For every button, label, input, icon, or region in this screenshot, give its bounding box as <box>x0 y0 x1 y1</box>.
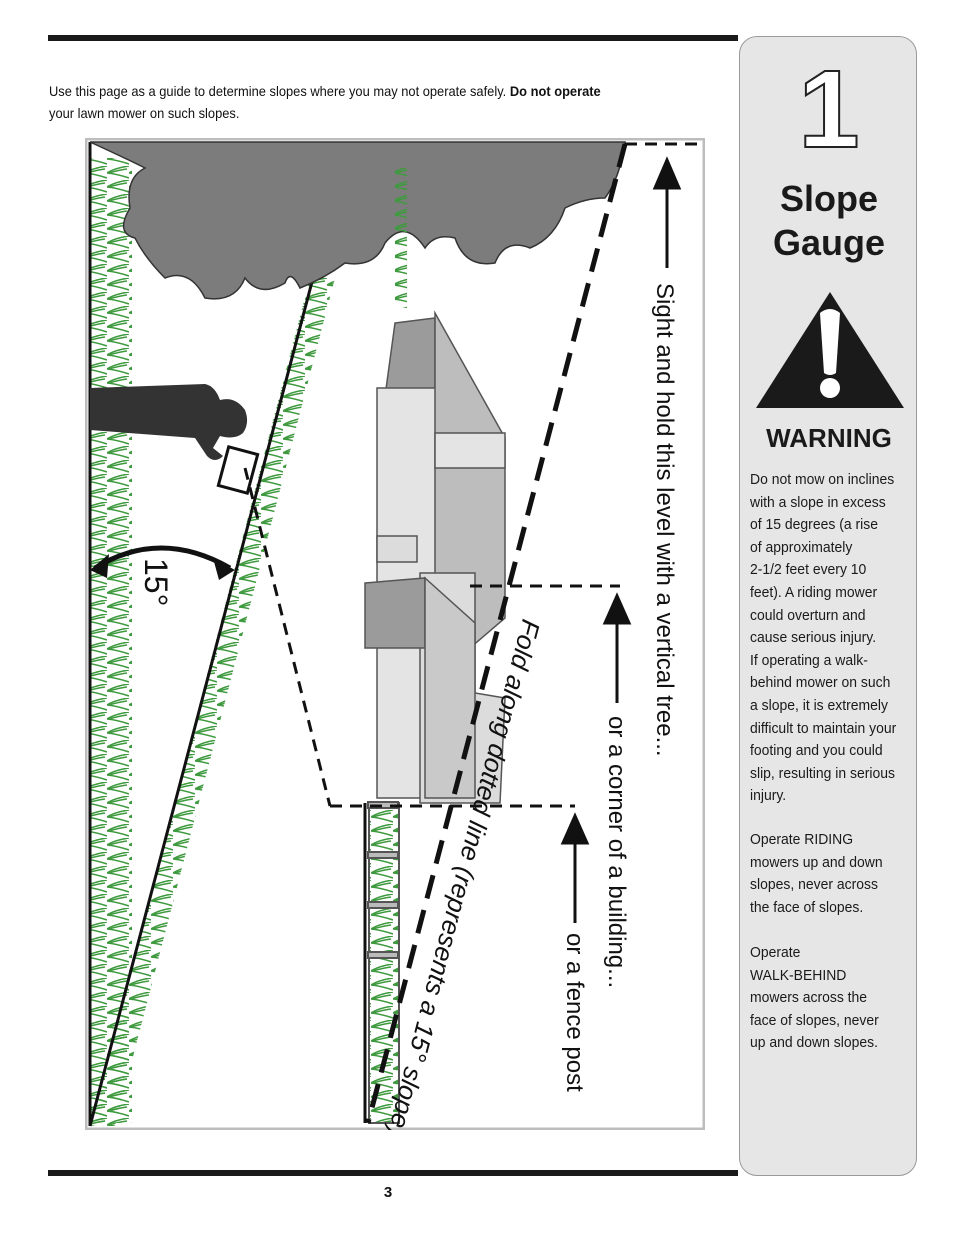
warning-line: difficult to maintain your <box>750 719 897 737</box>
warning-line: slip, resulting in serious <box>750 764 895 782</box>
warning-line: If operating a walk- <box>750 651 868 669</box>
angle-arc <box>90 545 235 580</box>
warning-line: injury. <box>750 787 787 805</box>
angle-label: 15° <box>138 558 174 606</box>
warning-line: Operate RIDING <box>750 831 854 848</box>
warning-line: Operate <box>750 944 801 961</box>
warning-line: feet). A riding mower <box>750 583 878 601</box>
slope-line <box>88 277 315 1127</box>
fence <box>363 801 400 1124</box>
intro-paragraph: Use this page as a guide to determine sl… <box>49 80 730 124</box>
building <box>364 310 506 804</box>
warning-line: behind mower on such <box>750 674 891 692</box>
warning-line: a slope, it is extremely <box>750 696 889 714</box>
warning-line: with a slope in excess <box>750 493 886 511</box>
warning-line: footing and you could <box>750 742 883 760</box>
warning-line: the face of slopes. <box>750 898 864 916</box>
intro-text-2: your lawn mower on such slopes. <box>49 105 240 121</box>
warning-line: cause serious injury. <box>750 629 877 647</box>
page-number: 3 <box>383 1184 393 1201</box>
intro-text: Use this page as a guide to determine sl… <box>49 83 507 99</box>
warning-line: face of slopes, never <box>750 1011 879 1029</box>
title-line-1: Slope <box>779 178 878 219</box>
warning-paragraph-2: Operate RIDING mowers up and down slopes, … <box>750 829 908 919</box>
fold-line <box>365 143 628 1124</box>
warning-line: slopes, never across <box>750 876 878 894</box>
hill-grass <box>90 278 335 1126</box>
arrows <box>560 156 682 923</box>
chapter-sidebar: 1 Slope Gauge WARNING Do not mow on incl… <box>739 36 917 1176</box>
intro-bold: Do not operate <box>509 83 601 99</box>
tree-trunk <box>395 168 407 308</box>
sidebar-title: Slope Gauge <box>740 177 918 265</box>
building-caption: or a corner of a building... <box>603 716 630 988</box>
warning-line: mowers across the <box>750 989 868 1007</box>
top-rule <box>48 35 738 41</box>
title-line-2: Gauge <box>772 222 886 263</box>
bottom-rule <box>48 1170 738 1176</box>
warning-label: WARNING <box>766 423 892 453</box>
ground-grass <box>90 158 132 1123</box>
warning-line: of approximately <box>750 538 853 556</box>
warning-line: could overturn and <box>750 606 866 624</box>
chapter-number: 1 <box>797 48 860 171</box>
warning-line: WALK-BEHIND <box>750 966 847 984</box>
warning-line: up and down slopes. <box>750 1034 878 1052</box>
warning-line: of 15 degrees (a rise <box>750 516 878 534</box>
warning-paragraph-1: Do not mow on inclines with a slope in ex… <box>750 469 908 808</box>
warning-line: mowers up and down <box>750 853 883 871</box>
warning-line: 2-1/2 feet every 10 <box>750 561 867 579</box>
fence-caption: or a fence post <box>561 933 588 1092</box>
warning-icon <box>756 292 904 408</box>
tree-foliage <box>89 141 626 300</box>
person-silhouette <box>90 384 260 496</box>
tree-caption: Sight and hold this level with a vertica… <box>651 283 678 757</box>
warning-line: Do not mow on inclines <box>750 471 895 488</box>
slope-gauge-figure: 15° Sight and hold this level with a ver… <box>85 138 705 1130</box>
